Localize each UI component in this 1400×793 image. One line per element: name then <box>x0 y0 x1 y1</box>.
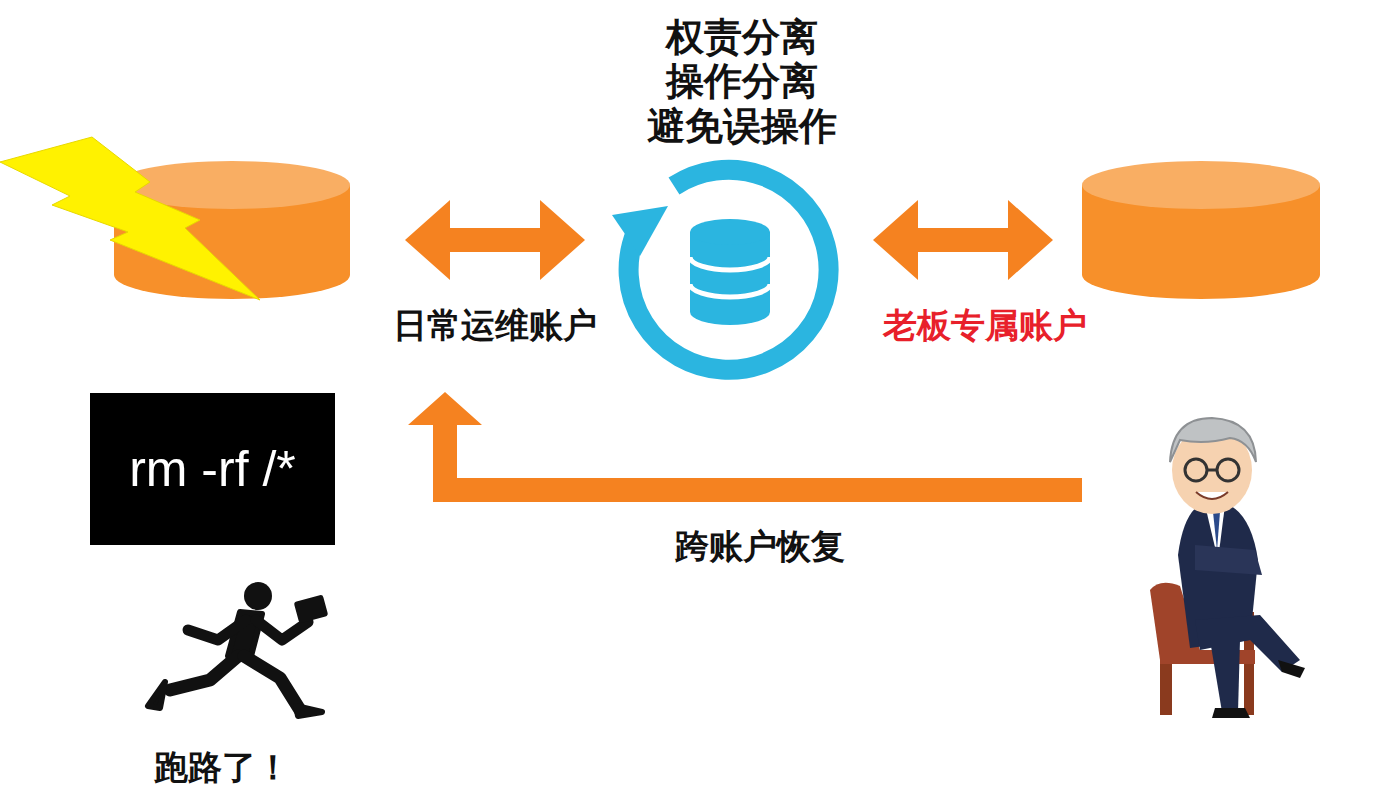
boss-cartoon <box>1150 418 1305 718</box>
running-man-silhouette <box>148 582 328 716</box>
double-arrow <box>405 200 585 280</box>
heading-text: 权责分离 操作分离 避免误操作 <box>641 15 842 148</box>
terminal-box: rm -rf /* <box>90 393 335 545</box>
double-arrow <box>873 200 1053 280</box>
caption-label: 跑路了！ <box>154 745 290 791</box>
recovery-arrow <box>408 392 1082 502</box>
database-cylinder <box>1082 161 1320 299</box>
backup-sync-icon <box>612 170 829 370</box>
command-text: rm -rf /* <box>129 440 296 498</box>
caption-label: 跨账户恢复 <box>675 524 845 570</box>
caption-label: 老板专属账户 <box>883 303 1087 349</box>
caption-label: 日常运维账户 <box>393 303 597 349</box>
lightning-bolt <box>0 137 260 300</box>
